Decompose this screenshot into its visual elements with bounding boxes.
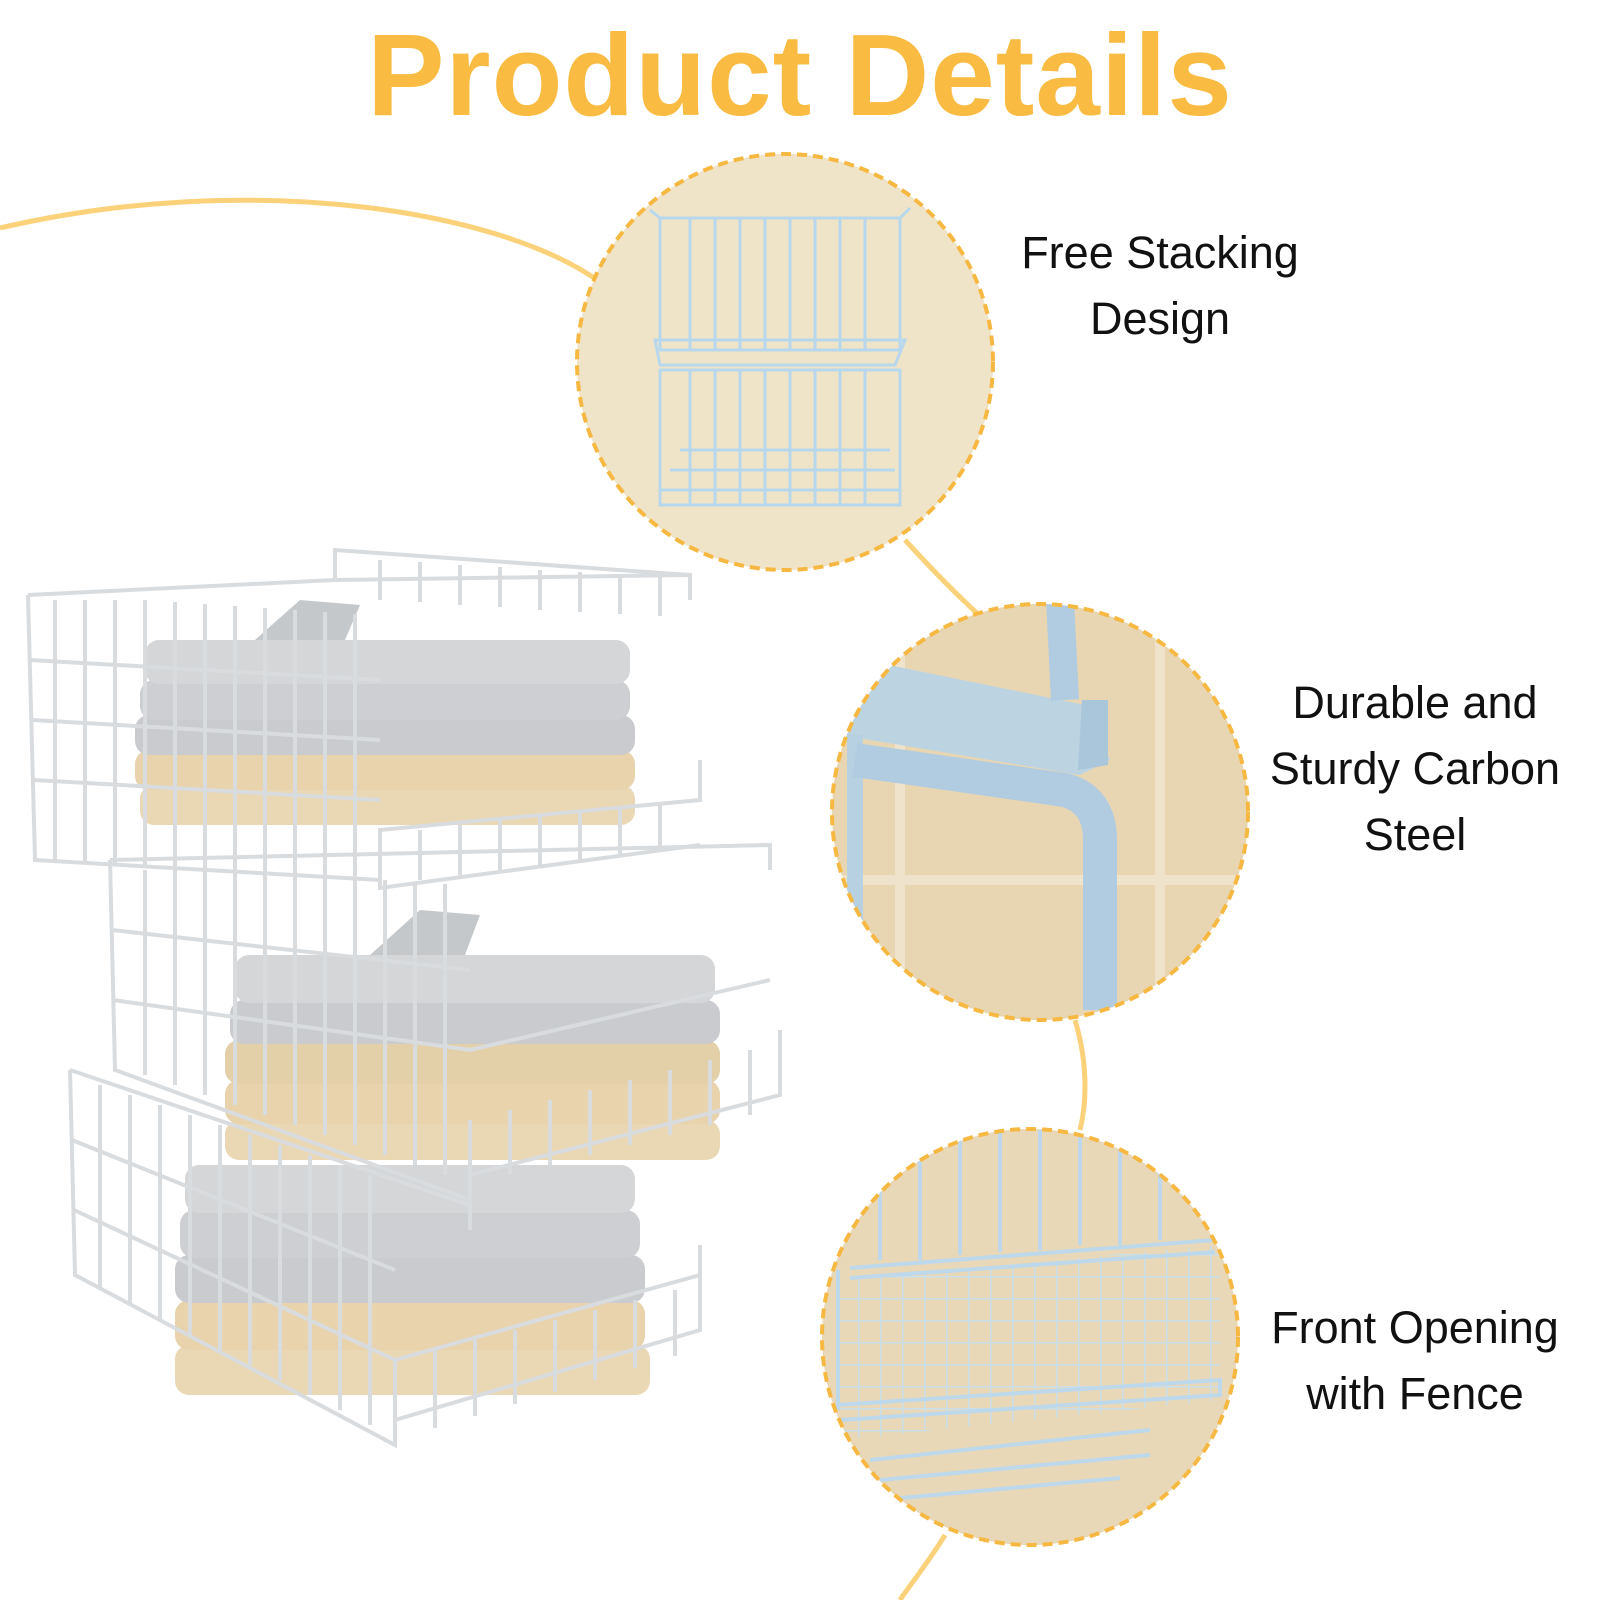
feature-text-line: Steel bbox=[1363, 809, 1467, 860]
feature-text-line: Durable and bbox=[1292, 677, 1538, 728]
feature-text-line: with Fence bbox=[1306, 1368, 1524, 1419]
blue-basket-upper bbox=[649, 206, 912, 367]
basket-bottom bbox=[68, 1068, 702, 1449]
connector-curve bbox=[0, 197, 1088, 1600]
feature-text-line: Design bbox=[1089, 293, 1231, 344]
shirts-bottom bbox=[175, 1165, 650, 1395]
feature-carbon-steel: Durable and Sturdy Carbon Steel bbox=[1235, 670, 1595, 868]
feature-free-stacking: Free Stacking Design bbox=[960, 220, 1360, 352]
feature-image-stacking bbox=[575, 152, 995, 572]
feature-text-line: Free Stacking bbox=[1021, 227, 1299, 278]
blue-basket-lower bbox=[658, 368, 902, 507]
basket-middle bbox=[108, 842, 782, 1203]
shirts-middle bbox=[225, 910, 720, 1160]
feature-text-line: Front Opening bbox=[1271, 1302, 1559, 1353]
feature-image-fence bbox=[820, 1127, 1240, 1547]
feature-text-line: Sturdy Carbon bbox=[1269, 743, 1561, 794]
feature-image-steel bbox=[830, 602, 1250, 1022]
feature-front-opening: Front Opening with Fence bbox=[1235, 1295, 1595, 1427]
main-product-image bbox=[26, 547, 782, 1449]
page-title: Product Details bbox=[367, 10, 1233, 140]
